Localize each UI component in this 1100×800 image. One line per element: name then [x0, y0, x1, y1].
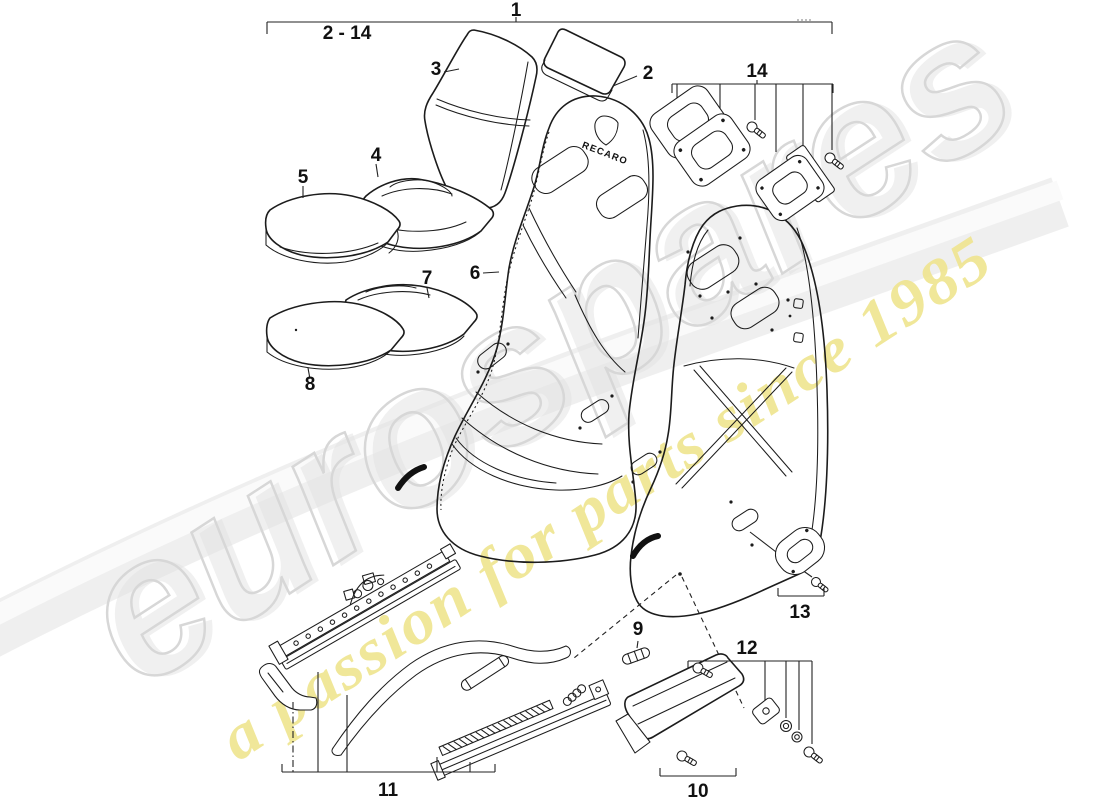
part-label-2[interactable]: 2	[643, 63, 654, 84]
part-label-10[interactable]: 10	[687, 781, 708, 800]
belt-slot	[580, 399, 610, 423]
screw-icon	[803, 746, 823, 764]
release-lever	[258, 663, 318, 711]
part-label-14[interactable]: 14	[746, 61, 768, 82]
range-label-2-14: 2 - 14	[323, 23, 372, 44]
part-6-seat-shell: RECARO	[395, 95, 654, 564]
part-label-4[interactable]: 4	[371, 145, 382, 166]
assembly-bracket-1	[266, 17, 833, 34]
part-label-12[interactable]: 12	[736, 638, 757, 659]
watermark-brand-outline: eurospares	[41, 0, 1050, 727]
shoulder-slot	[686, 244, 740, 290]
part-label-9[interactable]: 9	[633, 619, 644, 640]
screw-icon	[692, 662, 713, 678]
shoulder-slot	[531, 145, 589, 195]
belt-slot	[731, 508, 759, 532]
part-label-5[interactable]: 5	[298, 167, 309, 188]
crest-icon	[594, 115, 619, 146]
watermark-swoosh	[0, 177, 1069, 657]
complete-seat-shell	[629, 204, 829, 618]
assembly-leader-line	[573, 574, 677, 659]
part-11-seat-rails	[258, 543, 611, 781]
part-3-backrest-cover	[423, 29, 538, 209]
stitch-line	[440, 131, 550, 511]
part-label-6[interactable]: 6	[470, 263, 481, 284]
part-label-11[interactable]: 11	[378, 780, 399, 800]
part-2-headrest-pad	[541, 28, 626, 102]
part-label-3[interactable]: 3	[431, 59, 442, 80]
screw-icon	[676, 750, 697, 766]
pan-handle	[395, 464, 427, 491]
part-10-bracket-panel	[615, 653, 745, 777]
part-label-8[interactable]: 8	[305, 374, 316, 395]
part-8-foam-pad	[265, 300, 405, 370]
belt-slot	[630, 452, 658, 476]
pan-handle	[630, 533, 661, 559]
belt-slot	[477, 342, 507, 370]
shoulder-slot	[595, 175, 649, 219]
part-label-7[interactable]: 7	[422, 268, 433, 289]
screw-icon	[746, 121, 766, 139]
part-label-13[interactable]: 13	[789, 602, 810, 623]
shoulder-slot	[730, 286, 780, 330]
link-tube	[460, 655, 510, 691]
screw-icon	[824, 152, 844, 170]
rail-latch-cluster	[343, 572, 385, 606]
watermark-brand: eurospares eurospares	[39, 0, 1057, 728]
part-13-mount-flange	[749, 526, 829, 597]
screw-icon	[810, 576, 829, 593]
torsion-tube	[331, 640, 572, 756]
part-12-fastener-kit	[687, 660, 823, 764]
part-5-foam-pad	[264, 192, 401, 264]
part-label-1[interactable]: 1	[511, 0, 522, 21]
part-9-pin	[622, 640, 650, 665]
callout-leader-lines	[302, 68, 638, 380]
part-14-bracket-set	[649, 80, 844, 222]
